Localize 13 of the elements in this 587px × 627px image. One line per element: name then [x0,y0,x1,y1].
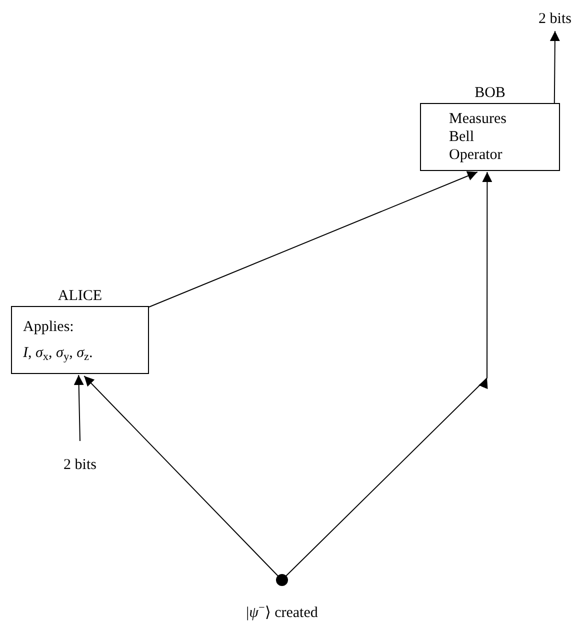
arrow [74,374,84,442]
arrow [148,171,478,308]
arrow [84,376,279,577]
arrow [285,172,492,577]
box-heading: BOB [474,86,506,101]
arrow [550,30,560,104]
box-text: Applies: [23,318,75,337]
bits-label: 2 bits [525,8,585,30]
box-text: I, σ$_{x}$, σ$_{y}$, σ$_{z}$. [23,344,94,365]
box-heading: ALICE [56,289,104,304]
node-caption: |ψ$^{−}$⟩ created [246,602,318,623]
bits-label: 2 bits [50,454,110,476]
box-text: Measures Bell Operator [449,110,508,164]
